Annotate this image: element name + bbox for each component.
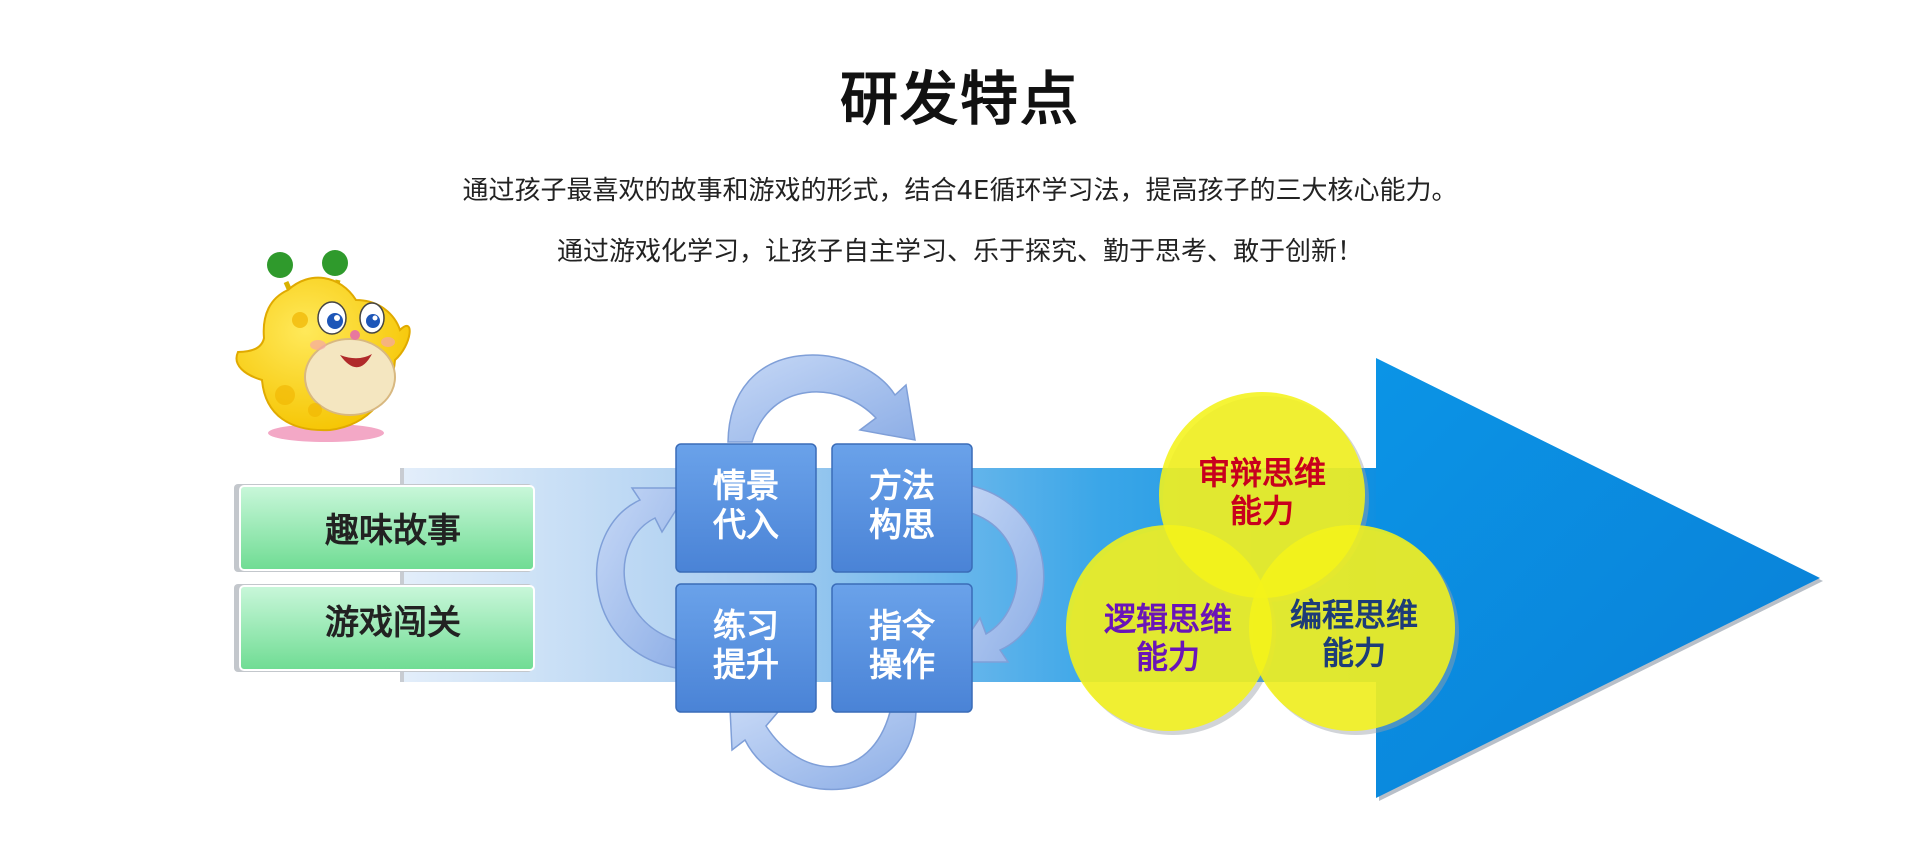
svg-text:提升: 提升: [713, 645, 779, 684]
svg-text:方法: 方法: [869, 466, 935, 505]
game-label: 游戏闯关: [325, 603, 461, 643]
mascot-icon: [235, 250, 411, 442]
svg-text:构思: 构思: [869, 505, 935, 544]
cycle-step-4: 指令 操作: [831, 583, 973, 713]
ability-right-line2: 能力: [1322, 634, 1386, 672]
cycle-arrow-left: [595, 487, 692, 669]
ability-circle-left: [1066, 525, 1272, 731]
cycle-step-2: 方法 构思: [831, 443, 973, 573]
cycle-step-1: 情景 代入: [675, 443, 817, 573]
abilities-venn: 审辩思维 能力 逻辑思维 能力 编程思维 能力: [1066, 392, 1459, 735]
ability-circle-right: [1249, 525, 1455, 731]
svg-text:操作: 操作: [869, 645, 935, 684]
svg-text:代入: 代入: [712, 505, 779, 544]
cycle-step-3: 练习 提升: [675, 583, 817, 713]
story-label: 趣味故事: [325, 511, 461, 551]
page-title: 研发特点: [839, 65, 1080, 133]
cycle-arrow-bottom: [729, 707, 917, 791]
ability-top-line1: 审辩思维: [1198, 454, 1326, 492]
ability-right-line1: 编程思维: [1290, 596, 1418, 634]
cycle-arrow-right: [948, 484, 1045, 663]
svg-text:指令: 指令: [869, 606, 936, 645]
big-arrow-head: [1376, 358, 1820, 798]
game-box: 游戏闯关: [234, 584, 535, 672]
story-box: 趣味故事: [234, 484, 535, 572]
svg-text:练习: 练习: [713, 606, 779, 645]
subtitle-line-2: 通过游戏化学习，让孩子自主学习、乐于探究、勤于思考、敢于创新！: [556, 237, 1363, 267]
cycle-arrow-top: [727, 354, 916, 443]
ability-top-line2: 能力: [1230, 492, 1294, 530]
ability-left-line2: 能力: [1136, 638, 1200, 676]
svg-text:情景: 情景: [713, 466, 779, 505]
cycle-arrows: [595, 354, 1045, 791]
ability-left-line1: 逻辑思维: [1104, 600, 1232, 638]
subtitle-line-1: 通过孩子最喜欢的故事和游戏的形式，结合4E循环学习法，提高孩子的三大核心能力。: [462, 176, 1458, 206]
